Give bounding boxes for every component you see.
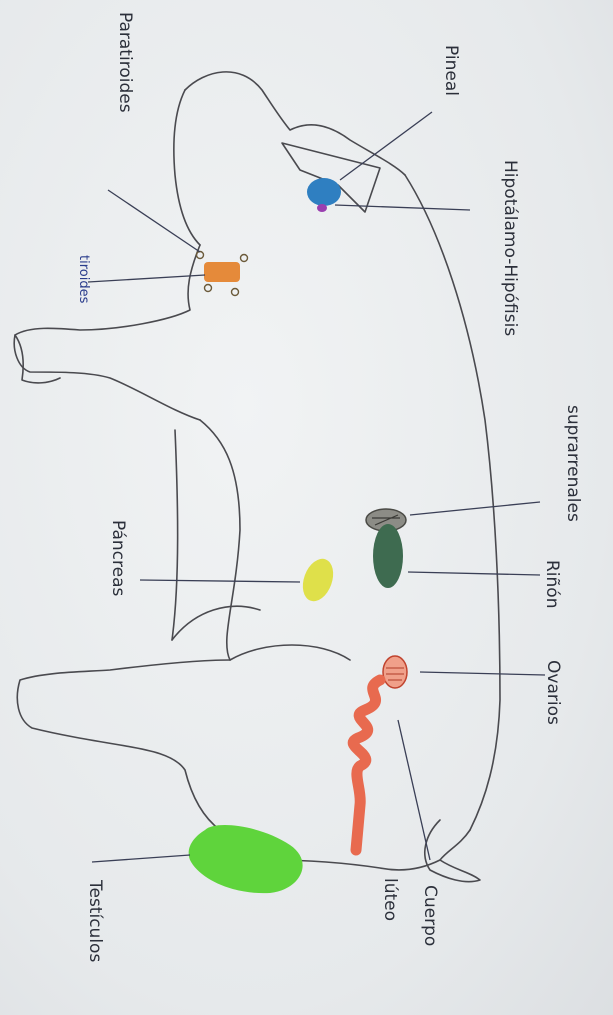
pig-head-outline: [185, 72, 405, 175]
parathyroid-dot-4: [205, 285, 212, 292]
pig-hip-curve: [230, 645, 350, 660]
pig-front-hoof: [15, 335, 60, 383]
uterine-horn: [353, 680, 380, 850]
leader-tiroides: [88, 275, 205, 282]
label-rinon: Riñón: [542, 560, 562, 609]
label-pancreas: Páncreas: [108, 520, 128, 597]
label-cuerpo: Cuerpo: [420, 885, 440, 946]
leader-testiculos: [92, 855, 190, 862]
pancreas: [297, 555, 338, 606]
pig-inner-line: [172, 430, 178, 640]
testis: [189, 825, 303, 893]
pig-hip-curve-2: [172, 606, 260, 640]
thyroid-gland: [204, 262, 240, 282]
label-paratiroides: Paratiroides: [115, 12, 135, 113]
ovary: [383, 656, 407, 688]
pig-snout-outline: [174, 90, 200, 245]
leader-lines: [88, 112, 545, 862]
label-luteo: lúteo: [380, 878, 400, 921]
pig-back-outline: [405, 175, 500, 830]
parathyroid-dot-2: [241, 255, 248, 262]
leader-ovarios: [420, 672, 545, 675]
label-suprarrenales: suprarrenales: [563, 405, 583, 522]
pineal-gland: [307, 178, 341, 206]
label-ovarios: Ovarios: [543, 660, 563, 725]
label-tiroides: tiroides: [76, 255, 91, 304]
parathyroid-dot-1: [197, 252, 204, 259]
pig-belly-outline: [200, 420, 240, 660]
leader-pineal: [340, 112, 432, 180]
pig-front-leg-outline: [14, 245, 200, 420]
kidney: [373, 524, 403, 588]
pig-outline: [14, 72, 500, 882]
leader-pancreas: [140, 580, 300, 582]
label-testiculos: Testículos: [85, 879, 105, 962]
label-pineal: Pineal: [441, 45, 461, 96]
leader-suprarrenales: [410, 502, 540, 515]
parathyroid-dot-3: [232, 289, 239, 296]
pineal-gland-detail: [317, 204, 327, 212]
leader-hipotalamo: [335, 205, 470, 210]
leader-rinon: [408, 572, 540, 575]
pig-tail-outline: [425, 820, 480, 882]
leader-paratiroides: [108, 190, 200, 252]
leader-cuerpo-luteo: [398, 720, 430, 860]
label-hipotalamo-hipofisis: Hipotálamo-Hipófisis: [500, 160, 520, 336]
